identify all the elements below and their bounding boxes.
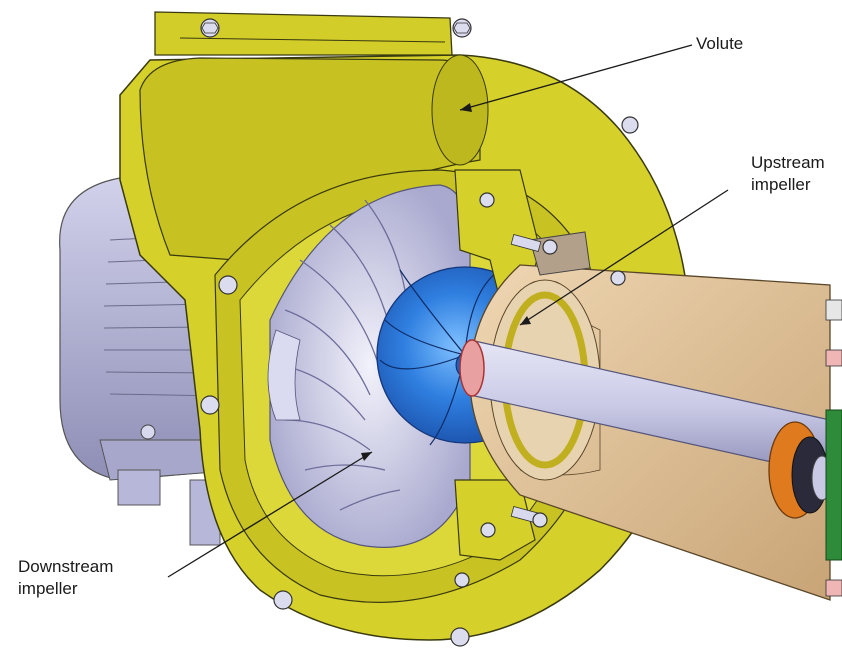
bolt-icon: [610, 270, 626, 286]
bolt-icon: [480, 522, 496, 538]
bolt-icon: [140, 424, 156, 440]
bolt-icon: [452, 18, 472, 38]
volute-label: Volute: [696, 34, 744, 53]
bolt-icon: [273, 590, 293, 610]
upstream-impeller-label-line-1: Upstream: [751, 153, 825, 172]
arrow-icon: [167, 451, 373, 578]
bolt-icon: [200, 18, 220, 38]
shaft: [459, 339, 831, 476]
arrow-icon: [459, 44, 693, 112]
bolt-icon: [479, 192, 495, 208]
bolt-icon: [621, 116, 639, 134]
coupling: [768, 299, 842, 597]
upstream-impeller-label-line-2: impeller: [751, 175, 811, 194]
downstream-impeller-label-line-1: Downstream: [18, 557, 114, 576]
upstream-impeller-label: Upstream impeller: [751, 152, 825, 196]
bolt-icon: [200, 395, 220, 415]
downstream-impeller-label: Downstream impeller: [18, 556, 113, 600]
downstream-impeller-label-line-2: impeller: [18, 579, 78, 598]
bolt-icon: [532, 512, 548, 528]
bolt-icon: [450, 627, 470, 647]
bolt-icon: [454, 572, 470, 588]
bolt-icon: [218, 275, 238, 295]
arrow-icon: [519, 189, 729, 326]
bolt-icon: [542, 239, 558, 255]
